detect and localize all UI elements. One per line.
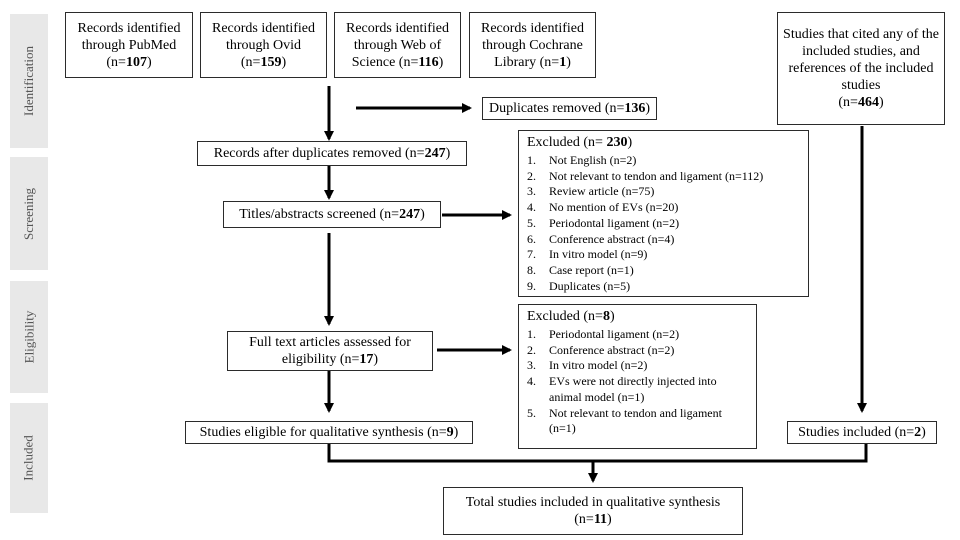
after-duplicates-box: Records after duplicates removed (n=247)	[197, 141, 467, 166]
list-item: 2. Conference abstract (n=2)	[527, 343, 748, 359]
stage-screening: Screening	[10, 157, 48, 270]
excluded-eligibility-heading: Excluded (n=8)	[527, 309, 615, 324]
list-item: 8. Case report (n=1)	[527, 263, 800, 279]
excluded-screening-list: 1. Not English (n=2) 2. Not relevant to te…	[527, 153, 800, 294]
list-item: 1. Not English (n=2)	[527, 153, 800, 169]
total-label: Total studies included in qualitative sy…	[465, 495, 721, 510]
excluded-eligibility-box: Excluded (n=8) 1. Periodontal ligament (n…	[518, 304, 757, 449]
item-number: 2.	[527, 342, 536, 357]
source-count: 159	[260, 54, 282, 70]
source-label: Records identified through Ovid	[211, 20, 316, 53]
excluded-label: Excluded	[527, 135, 580, 150]
item-text: No mention of EVs (n=20)	[549, 200, 679, 215]
screened-box: Titles/abstracts screened (n=247)	[223, 201, 441, 228]
source-count: 116	[418, 54, 439, 70]
duplicates-count: 136	[624, 101, 646, 116]
excluded-count: 230	[606, 135, 628, 150]
source-label: Records identified through Web of Scienc…	[345, 20, 450, 70]
item-text: Periodontal ligament (n=2)	[549, 327, 680, 341]
screened-count: 247	[399, 207, 421, 222]
item-text: Not relevant to tendon and ligament (n=1…	[549, 168, 764, 183]
item-text: In vitro model (n=9)	[549, 247, 648, 262]
citations-box: Studies that cited any of the included s…	[777, 12, 945, 125]
excluded-eligibility-list: 1. Periodontal ligament (n=2) 2. Conferenc…	[527, 327, 748, 437]
stage-eligibility: Eligibility	[10, 281, 48, 393]
item-number: 1.	[527, 153, 536, 167]
source-cochrane-box: Records identified through Cochrane Libr…	[469, 12, 596, 78]
list-item: 4. No mention of EVs (n=20)	[527, 200, 800, 216]
item-number: 9.	[527, 278, 536, 293]
item-text: Review article (n=75)	[549, 184, 655, 199]
full-text-label: Full text articles assessed for eligibil…	[249, 335, 411, 367]
item-number: 5.	[527, 215, 536, 230]
list-item: 5. Periodontal ligament (n=2)	[527, 216, 800, 232]
excluded-label: Excluded	[527, 309, 580, 324]
source-ovid-box: Records identified through Ovid(n=159)	[200, 12, 327, 78]
source-count: 107	[125, 54, 147, 70]
list-item: 4. EVs were not directly injected into an…	[527, 374, 748, 405]
item-text: Periodontal ligament (n=2)	[549, 215, 680, 230]
list-item: 3. Review article (n=75)	[527, 184, 800, 200]
item-number: 3.	[527, 358, 536, 373]
item-number: 3.	[527, 184, 536, 199]
item-number: 4.	[527, 374, 536, 389]
source-pubmed-box: Records identified through PubMed(n=107)	[65, 12, 193, 78]
source-wos-box: Records identified through Web of Scienc…	[334, 12, 461, 78]
total-count: 11	[593, 512, 608, 527]
list-item: 9. Duplicates (n=5)	[527, 279, 800, 295]
item-number: 4.	[527, 200, 536, 215]
studies-included-box: Studies included (n=2)	[787, 421, 937, 444]
source-count: 1	[559, 54, 567, 70]
item-number: 6.	[527, 231, 536, 246]
item-text: Conference abstract (n=4)	[549, 231, 675, 246]
full-text-count: 17	[359, 352, 374, 367]
merge-line	[327, 444, 868, 463]
item-number: 8.	[527, 262, 536, 277]
item-number: 2.	[527, 168, 536, 183]
total-box: Total studies included in qualitative sy…	[443, 487, 743, 535]
list-item: 3. In vitro model (n=2)	[527, 358, 748, 374]
excluded-screening-heading: Excluded (n= 230)	[527, 135, 633, 150]
item-text: Case report (n=1)	[549, 262, 634, 277]
item-text: Duplicates (n=5)	[549, 278, 631, 293]
studies-included-count: 2	[914, 425, 922, 440]
list-item: 1. Periodontal ligament (n=2)	[527, 327, 748, 343]
citations-label: Studies that cited any of the included s…	[783, 27, 939, 93]
stage-included: Included	[10, 403, 48, 513]
screened-label: Titles/abstracts screened	[239, 207, 376, 222]
source-label: Records identified through Cochrane Libr…	[480, 20, 585, 70]
duplicates-removed-box: Duplicates removed (n=136)	[482, 97, 657, 120]
item-text: Conference abstract (n=2)	[549, 342, 675, 357]
item-text: Not English (n=2)	[549, 153, 637, 167]
eligible-box: Studies eligible for qualitative synthes…	[185, 421, 473, 444]
excluded-count: 8	[602, 309, 610, 324]
full-text-box: Full text articles assessed for eligibil…	[227, 331, 433, 371]
source-label: Records identified through PubMed	[77, 20, 181, 53]
item-number: 5.	[527, 405, 536, 420]
item-text: In vitro model (n=2)	[549, 358, 648, 373]
list-item: 2. Not relevant to tendon and ligament (n…	[527, 169, 800, 185]
studies-included-label: Studies included	[798, 425, 892, 440]
item-number: 7.	[527, 247, 536, 262]
eligible-label: Studies eligible for qualitative synthes…	[199, 425, 424, 440]
after-duplicates-count: 247	[424, 146, 446, 161]
duplicates-label: Duplicates removed	[488, 101, 602, 116]
eligible-count: 9	[446, 425, 454, 440]
excluded-screening-box: Excluded (n= 230) 1. Not English (n=2) 2.…	[518, 130, 809, 297]
after-duplicates-label: Records after duplicates removed	[213, 146, 402, 161]
stage-identification: Identification	[10, 14, 48, 148]
citations-count: 464	[857, 95, 879, 110]
item-text: EVs were not directly injected into anim…	[549, 374, 717, 404]
item-number: 1.	[527, 327, 536, 341]
list-item: 6. Conference abstract (n=4)	[527, 232, 800, 248]
list-item: 7. In vitro model (n=9)	[527, 247, 800, 263]
list-item: 5. Not relevant to tendon and ligament (n…	[527, 406, 748, 437]
item-text: Not relevant to tendon and ligament (n=1…	[549, 405, 722, 436]
